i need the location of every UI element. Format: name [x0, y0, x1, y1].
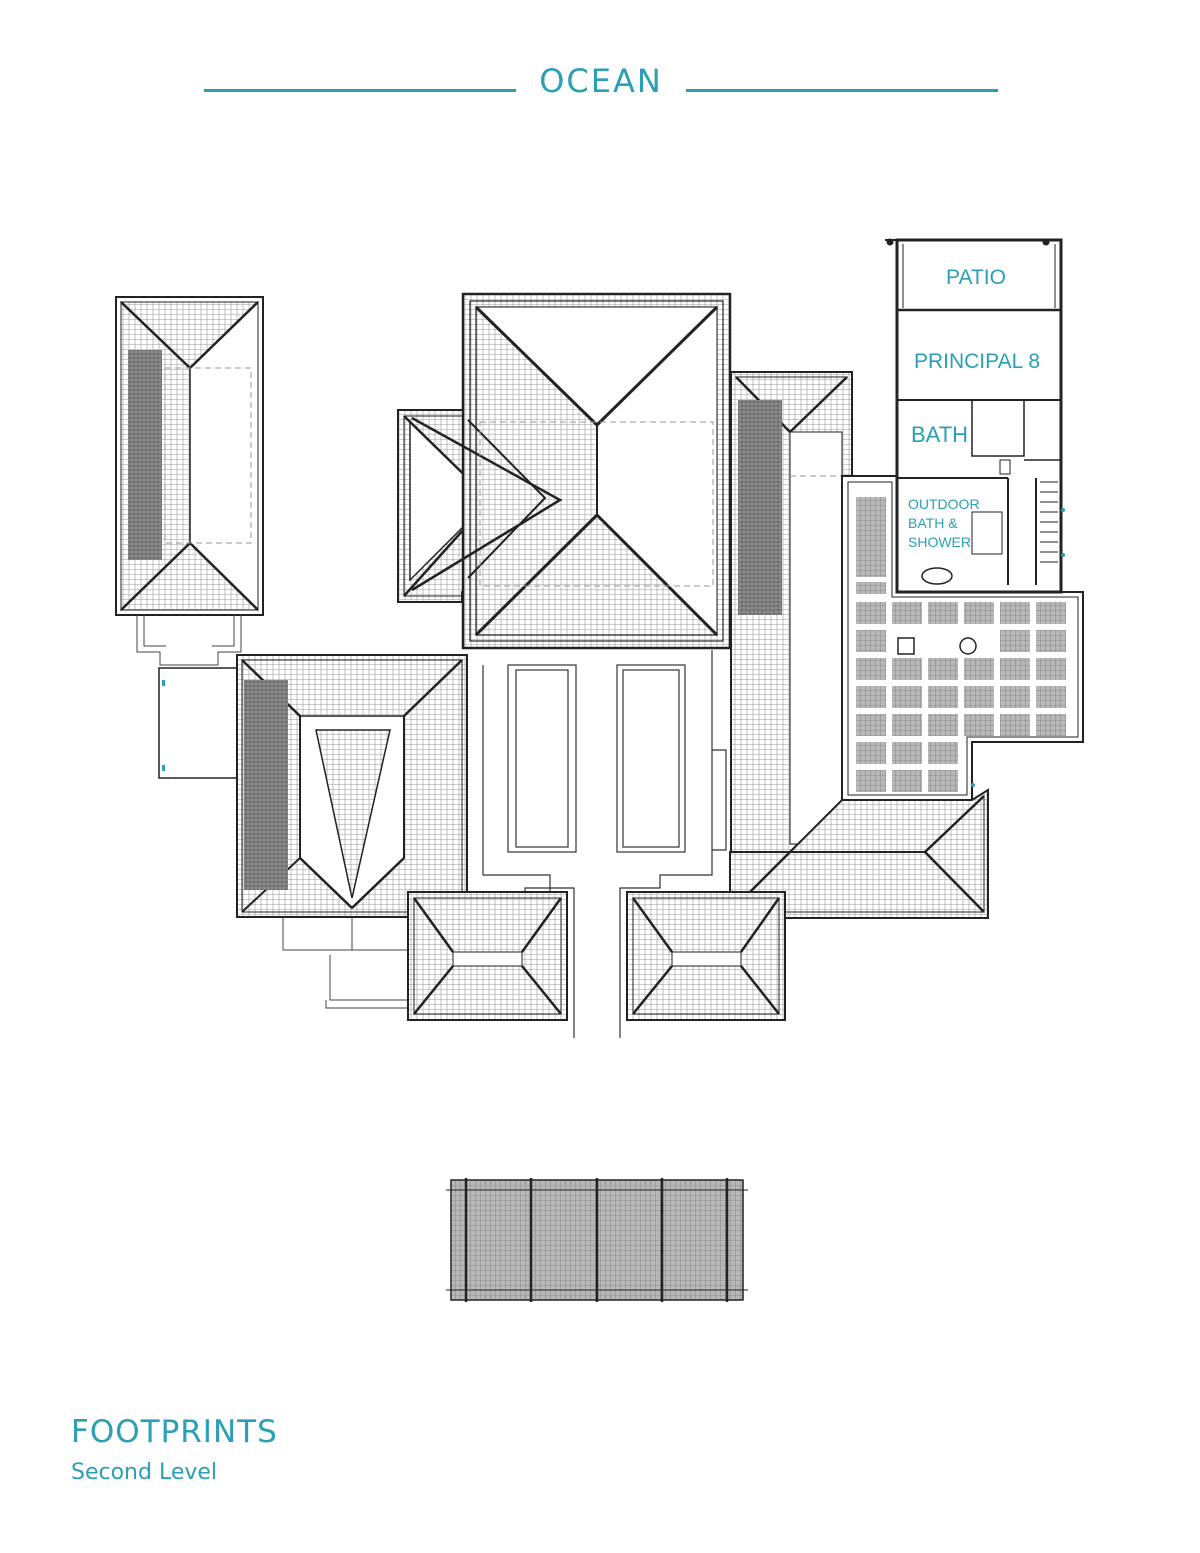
- orientation-label: OCEAN: [539, 62, 663, 100]
- room-label-patio: PATIO: [946, 266, 1006, 289]
- room-label-outdoor-1: OUTDOOR: [908, 496, 980, 512]
- header-rule-right: [686, 89, 998, 92]
- room-label-outdoor-2: BATH &: [908, 515, 958, 531]
- room-label-outdoor-3: SHOWER: [908, 534, 971, 550]
- courtyard: [466, 650, 727, 1038]
- roof-main: [397, 292, 732, 650]
- header-rule-left: [204, 89, 516, 92]
- roof-southeast: [729, 788, 989, 919]
- roof-south-pavilion-west: [407, 891, 568, 1021]
- plan-title: FOOTPRINTS: [71, 1414, 278, 1450]
- southwest-steps: [282, 917, 408, 1009]
- west-connector: [136, 615, 242, 779]
- principal-suite: [885, 238, 1065, 594]
- roof-deck: [841, 475, 1084, 801]
- roof-southwest: [236, 654, 468, 918]
- roof-west-wing: [115, 296, 264, 616]
- roof-east-strip: [730, 371, 853, 853]
- room-label-bath: BATH: [911, 422, 968, 447]
- header: OCEAN: [0, 60, 1200, 104]
- detached-pergola: [446, 1178, 748, 1302]
- plan-subtitle: Second Level: [71, 1460, 218, 1485]
- room-label-principal: PRINCIPAL 8: [914, 350, 1040, 373]
- roof-south-pavilion-east: [626, 891, 786, 1021]
